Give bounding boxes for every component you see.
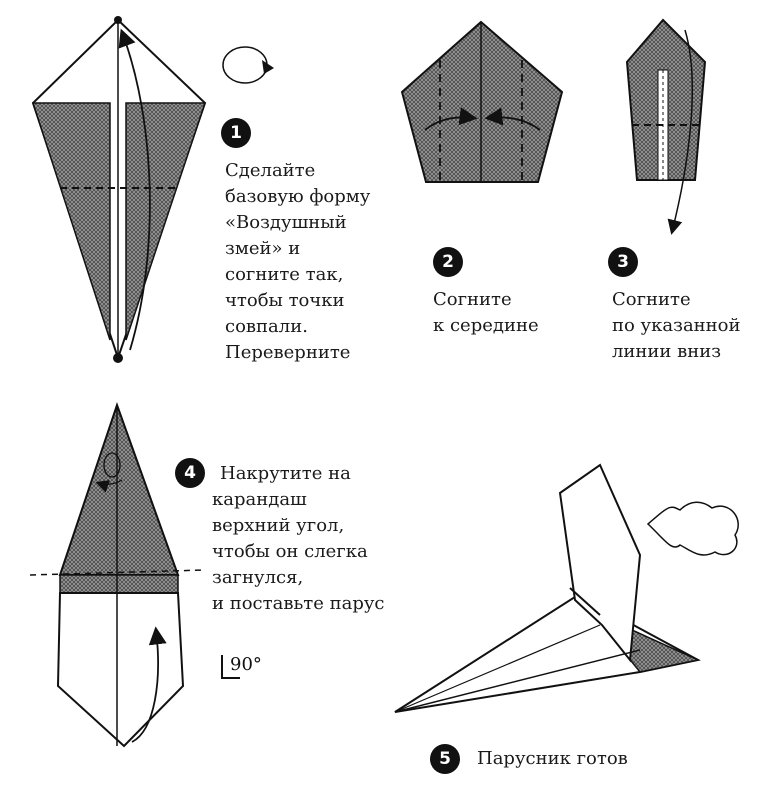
wind-icon	[646, 501, 739, 556]
step4-line: верхний угол,	[212, 515, 345, 536]
step5-caption: Парусник готов	[477, 748, 628, 769]
step1-line: «Воздушный	[225, 212, 347, 233]
step4-line: карандаш	[212, 489, 307, 510]
step1-instructions: Сделайте базовую форму «Воздушный змей» …	[225, 158, 370, 366]
bottom-point-dot	[113, 353, 123, 363]
step1-line: Переверните	[225, 342, 351, 363]
step2-instructions: Согните к середине	[433, 287, 539, 339]
step1-line: Сделайте	[225, 160, 316, 181]
step3-number: 3	[608, 247, 638, 277]
step1-line: чтобы точки	[225, 290, 345, 311]
step4-line: загнулся,	[212, 567, 304, 588]
step3-line: по указанной	[612, 315, 741, 336]
step1-kite-figure	[31, 16, 207, 363]
step4-line: Накрутите на	[220, 463, 351, 484]
step1-number: 1	[221, 118, 251, 148]
step1-line: согните так,	[225, 264, 344, 285]
step3-folded-figure	[625, 18, 707, 235]
step3-instructions: Согните по указанной линии вниз	[612, 287, 741, 365]
step1-line: совпали.	[225, 316, 308, 337]
right-angle-icon	[221, 655, 240, 679]
turn-over-icon	[222, 46, 274, 84]
step2-line: к середине	[433, 315, 539, 336]
step1-line: змей» и	[225, 238, 301, 259]
step4-boat-figure	[29, 401, 206, 748]
step2-number: 2	[433, 247, 463, 277]
step5-number: 5	[430, 744, 460, 774]
step5-sailboat-figure	[394, 463, 739, 713]
step4-number: 4	[175, 458, 205, 488]
step1-line: базовую форму	[225, 186, 371, 207]
fold-up-arrow	[118, 28, 151, 351]
step4-line: чтобы он слегка	[212, 541, 368, 562]
angle-label: 90°	[230, 654, 262, 675]
step3-line: Согните	[612, 289, 691, 310]
step4-instructions: Накрутите на карандаш верхний угол, чтоб…	[212, 461, 385, 617]
raise-sail-arrow	[131, 626, 167, 743]
step3-line: линии вниз	[612, 341, 722, 362]
step4-line: и поставьте парус	[212, 593, 385, 614]
step2-line: Согните	[433, 289, 512, 310]
top-point-dot	[114, 16, 122, 24]
step2-pentagon-figure	[400, 20, 564, 183]
